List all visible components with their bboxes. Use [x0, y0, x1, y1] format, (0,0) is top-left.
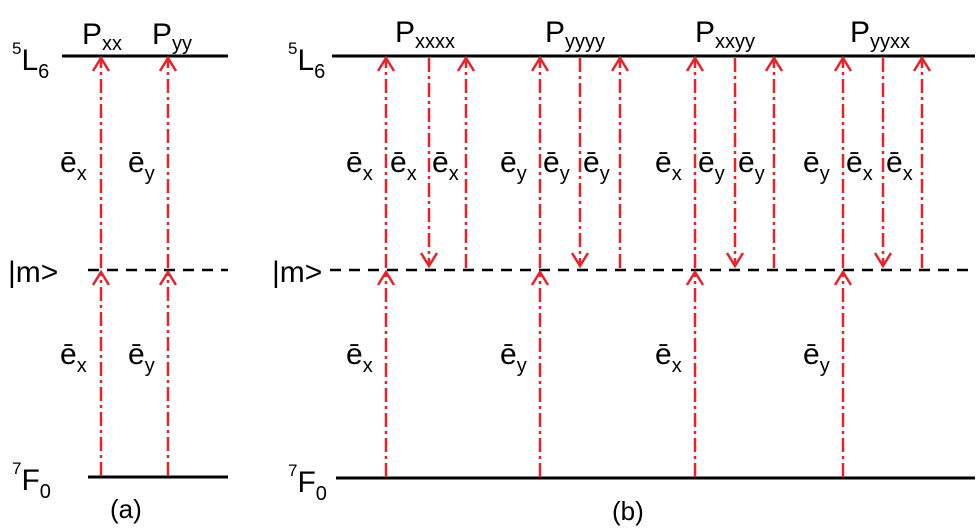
panel-a-pol-lower-2: ēy	[128, 338, 155, 377]
panel-a-arrowhead-lower-1	[91, 269, 111, 286]
process-label-pxxyy: Pxxyy	[695, 16, 755, 53]
pyyxx-pol-2: ēx	[846, 146, 873, 185]
pyyyy-arrowhead-up-1	[530, 55, 550, 72]
pxxxx-pol-1: ēx	[346, 146, 373, 185]
panel-a-upper-level-label: 5L6	[12, 39, 49, 83]
group-pyyxx: ēy ēx ēx ēy	[803, 55, 932, 477]
pxxxx-pol-lower: ēx	[346, 338, 373, 377]
panel-b-virtual-level-label: |m>	[272, 256, 322, 289]
pyyxx-arrowhead-up-2	[912, 55, 932, 72]
pyyxx-pol-3: ēx	[886, 146, 913, 185]
pxxxx-arrowhead-up-2	[456, 55, 476, 72]
pxxxx-arrowhead-up-1	[376, 55, 396, 72]
pyyxx-pol-lower: ēy	[803, 338, 830, 377]
process-label-pyy: Pyy	[152, 18, 192, 55]
pyyxx-arrowhead-lower	[833, 269, 853, 286]
group-pxxyy: ēx ēy ēy ēx	[655, 55, 784, 477]
panel-b-lower-level-label: 7F0	[288, 461, 327, 505]
pxxyy-arrowhead-lower	[685, 269, 705, 286]
group-pxxxx: ēx ēx ēx ēx	[346, 55, 476, 477]
pxxyy-pol-2: ēy	[698, 146, 725, 185]
panel-a-caption: (a)	[110, 494, 142, 524]
panel-a-pol-upper-1: ēx	[60, 146, 87, 185]
pyyxx-pol-1: ēy	[803, 146, 830, 185]
panel-a: 5L6 |m> 7F0 Pxx Pyy ēx ēy ēx ēy (a)	[8, 18, 228, 524]
pxxxx-arrowhead-down	[419, 252, 439, 269]
pyyyy-arrowhead-down	[570, 252, 590, 269]
pyyyy-arrowhead-up-2	[610, 55, 630, 72]
panel-a-arrowhead-upper-2	[158, 55, 178, 72]
pyyxx-arrowhead-up-1	[833, 55, 853, 72]
pyyyy-arrowhead-lower	[530, 269, 550, 286]
panel-b-caption: (b)	[612, 496, 644, 526]
pxxyy-arrowhead-up-2	[764, 55, 784, 72]
panel-b: 5L6 |m> 7F0 Pxxxx Pyyyy Pxxyy Pyyxx ēx ē…	[272, 16, 975, 526]
pxxxx-arrowhead-lower	[376, 269, 396, 286]
pxxxx-pol-2: ēx	[390, 146, 417, 185]
pyyyy-pol-1: ēy	[500, 146, 527, 185]
process-label-pxxxx: Pxxxx	[395, 16, 455, 53]
pxxyy-pol-lower: ēx	[655, 338, 682, 377]
pyyyy-pol-lower: ēy	[500, 338, 527, 377]
panel-a-pol-lower-1: ēx	[60, 338, 87, 377]
group-pyyyy: ēy ēy ēy ēy	[500, 55, 630, 477]
panel-a-lower-level-label: 7F0	[12, 459, 51, 503]
panel-a-pol-upper-2: ēy	[128, 146, 155, 185]
process-label-pyyyy: Pyyyy	[545, 16, 605, 53]
panel-a-arrowhead-upper-1	[91, 55, 111, 72]
process-label-pxx: Pxx	[82, 18, 122, 55]
pyyxx-arrowhead-down	[873, 252, 893, 269]
pxxyy-arrowhead-down	[725, 252, 745, 269]
pyyyy-pol-3: ēy	[583, 146, 610, 185]
process-label-pyyxx: Pyyxx	[850, 16, 910, 53]
pxxyy-pol-1: ēx	[655, 146, 682, 185]
pxxyy-arrowhead-up-1	[685, 55, 705, 72]
pxxyy-pol-3: ēy	[738, 146, 765, 185]
panel-a-arrowhead-lower-2	[158, 269, 178, 286]
pyyyy-pol-2: ēy	[543, 146, 570, 185]
panel-b-upper-level-label: 5L6	[288, 39, 325, 83]
pxxxx-pol-3: ēx	[432, 146, 459, 185]
panel-a-virtual-level-label: |m>	[8, 256, 58, 289]
